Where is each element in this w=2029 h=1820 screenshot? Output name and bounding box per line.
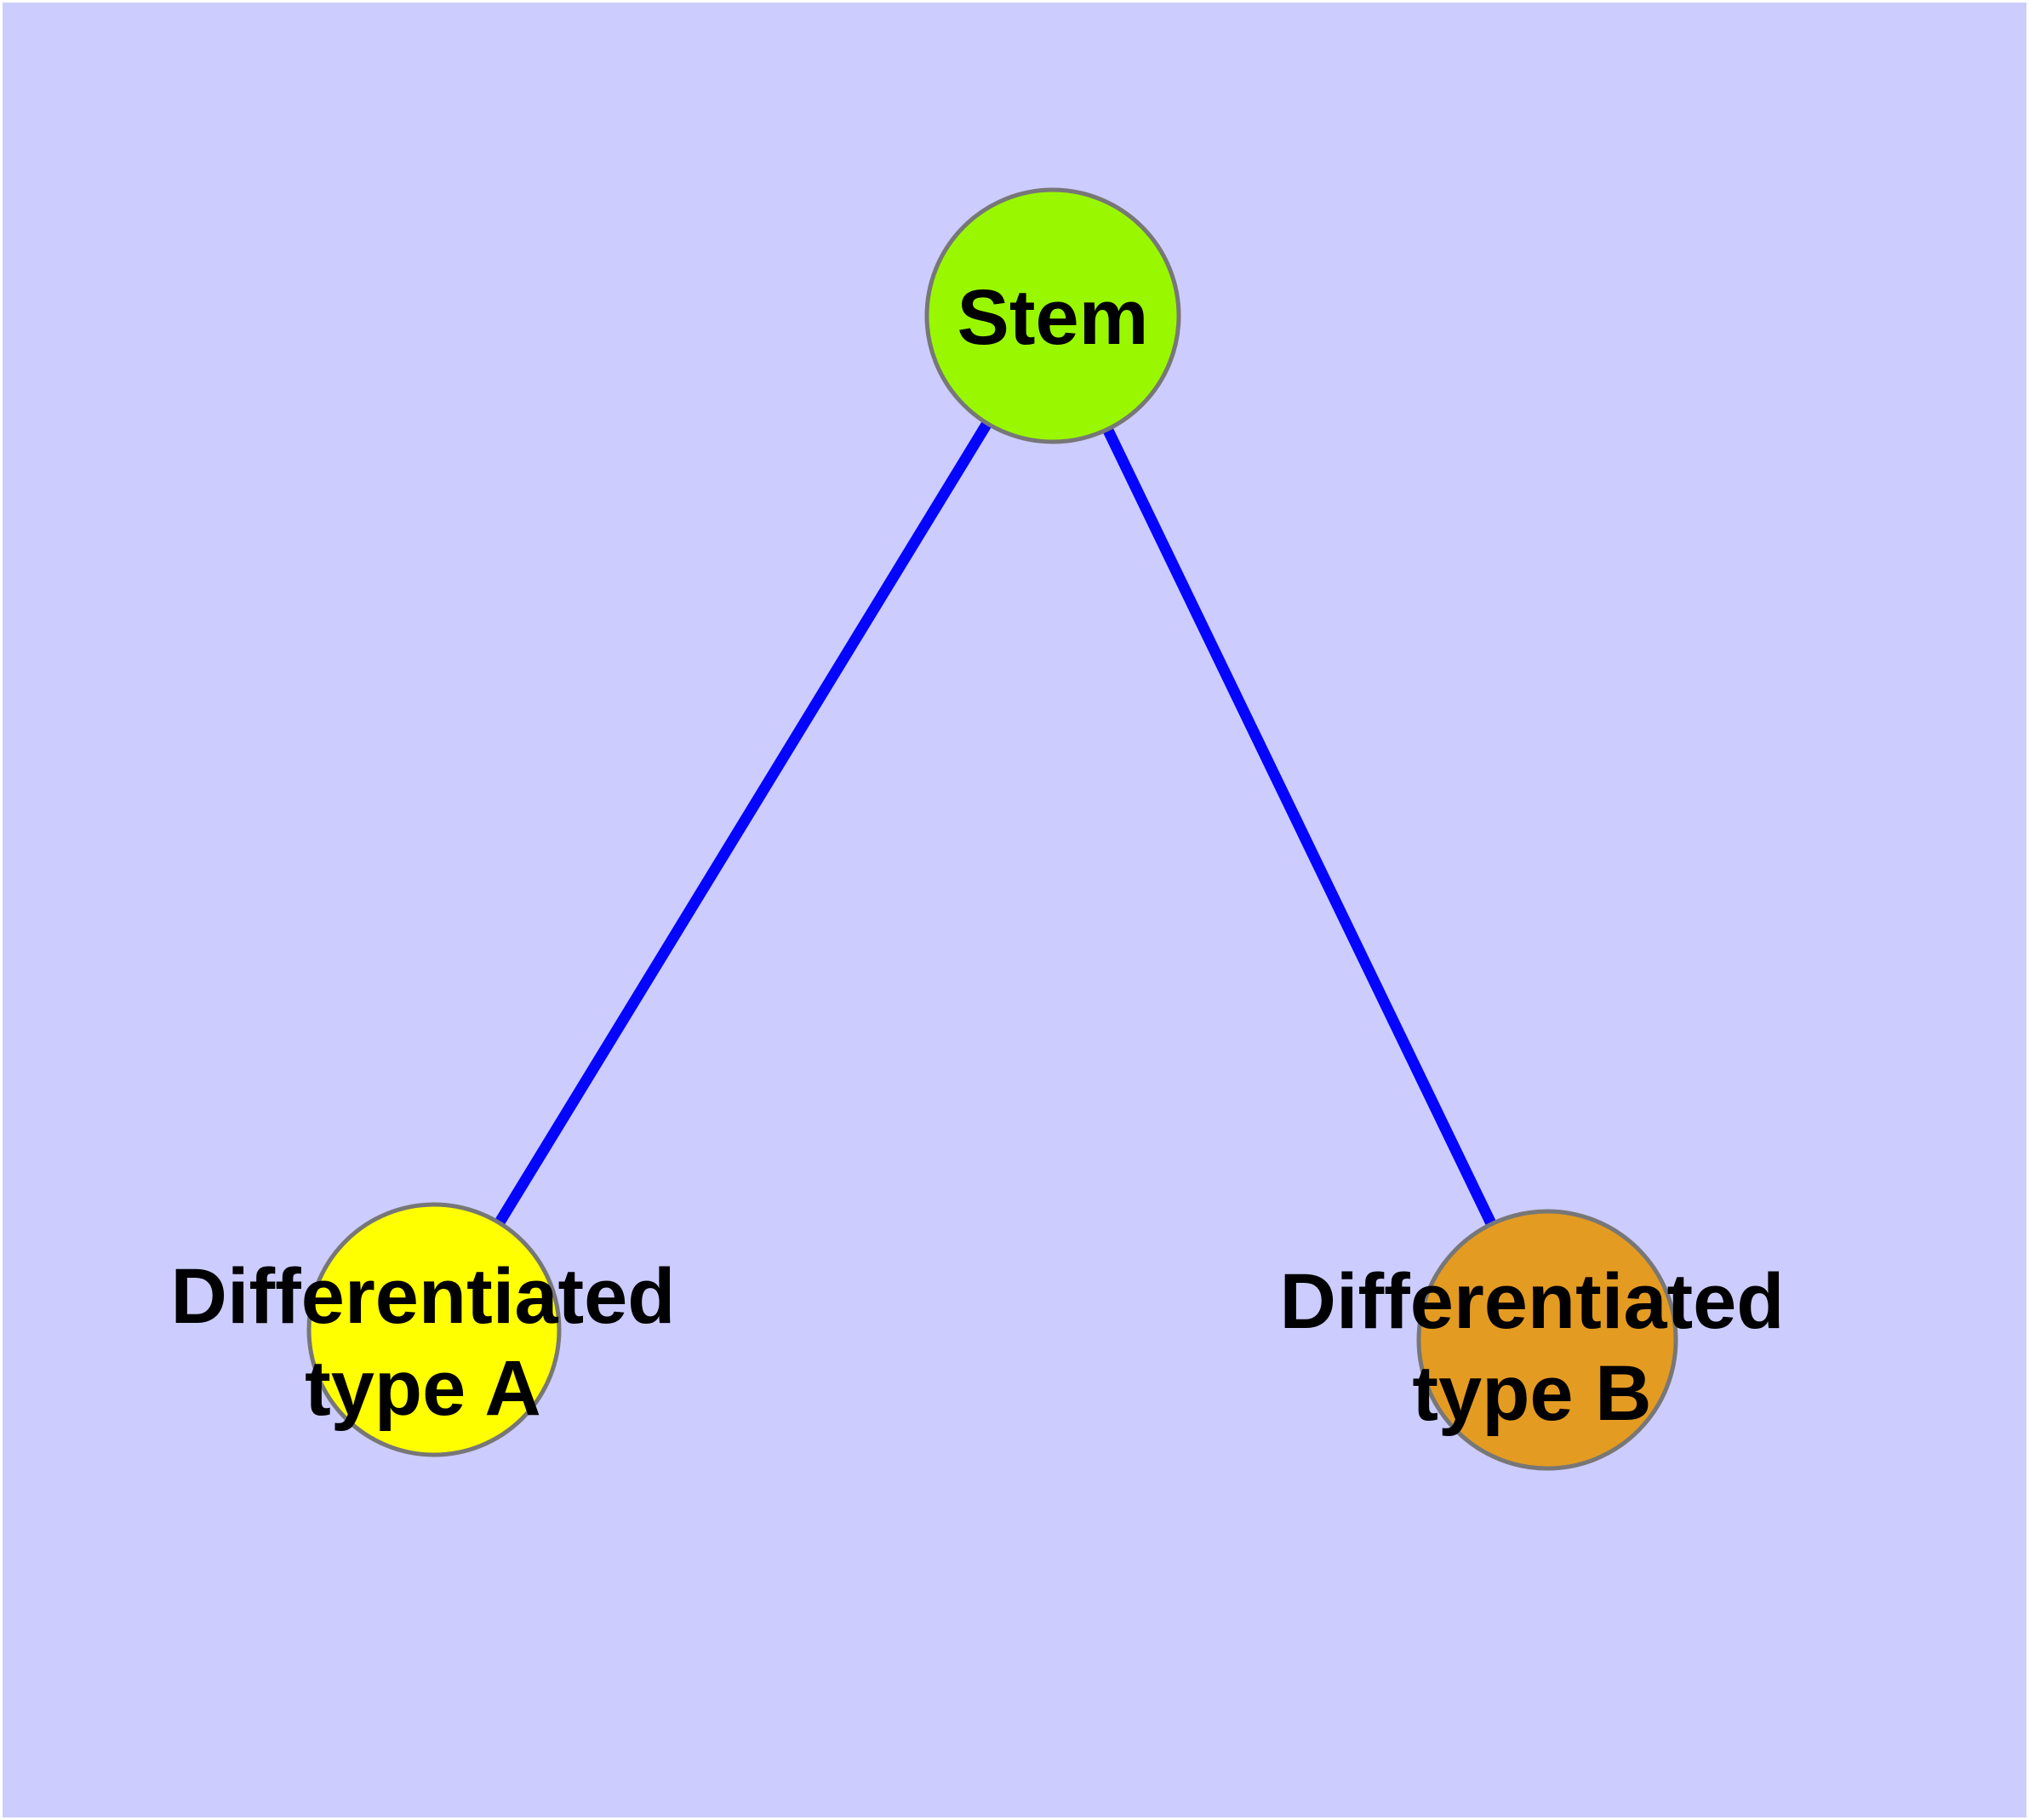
node-type-b-label-line1: Differentiated <box>1279 1258 1785 1345</box>
node-type-a-label: Differentiated type A <box>171 1251 676 1434</box>
node-type-b-label-line2: type B <box>1412 1350 1652 1437</box>
node-stem-label: Stem <box>957 272 1149 363</box>
node-type-b-label: Differentiated type B <box>1280 1256 1785 1439</box>
node-stem-circle <box>924 187 1181 444</box>
edge-stem-to-type-b <box>1048 313 1552 1342</box>
node-stem-label-text: Stem <box>957 274 1149 361</box>
edge-stem-to-type-a <box>429 312 1058 1333</box>
node-type-a-label-line2: type A <box>305 1345 541 1432</box>
node-type-b-circle <box>1416 1209 1678 1471</box>
node-type-a-label-line1: Differentiated <box>170 1253 676 1340</box>
node-type-a-circle <box>306 1202 562 1457</box>
